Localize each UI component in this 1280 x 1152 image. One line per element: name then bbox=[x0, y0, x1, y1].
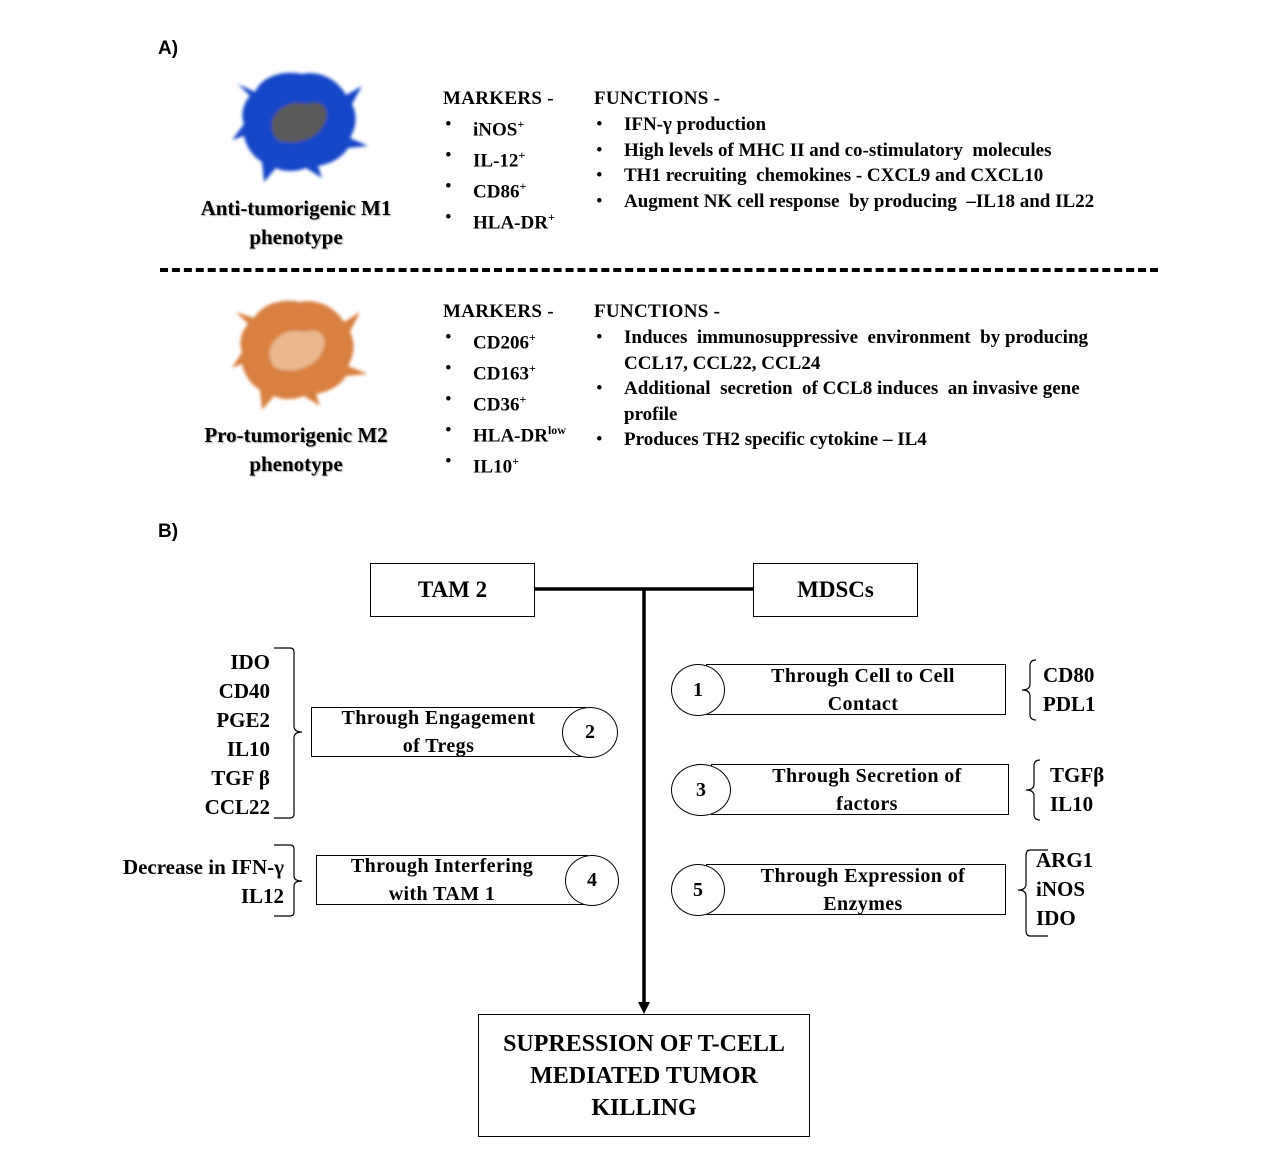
m1-markers-heading: MARKERS - bbox=[443, 88, 554, 109]
mechanism-enzymes-box: Through Expression of Enzymes bbox=[706, 864, 1006, 915]
m2-markers-list: CD206+CD163+CD36+HLA-DRlowIL10+ bbox=[443, 325, 566, 480]
outcome-line1: SUPRESSION OF T-CELL bbox=[503, 1030, 785, 1057]
m1-caption-line2: phenotype bbox=[249, 225, 343, 249]
m2-macrophage-icon bbox=[232, 300, 368, 410]
mechanism-secretion-box: Through Secretion of factors bbox=[711, 764, 1009, 815]
m1-function-item: IFN-γ production bbox=[594, 112, 1094, 138]
divider-dashed bbox=[160, 268, 1158, 272]
outcome-box: SUPRESSION OF T-CELL MEDIATED TUMOR KILL… bbox=[478, 1014, 810, 1137]
m2-functions-heading: FUNCTIONS - bbox=[594, 301, 721, 322]
m2-caption-line2: phenotype bbox=[249, 452, 343, 476]
m1-marker-item: HLA-DR+ bbox=[443, 205, 555, 236]
m1-markers-list: iNOS+IL-12+CD86+HLA-DR+ bbox=[443, 112, 555, 236]
mechanism-tregs-line1: Through Engagement bbox=[341, 707, 536, 729]
mechanism-tam1-box: Through Interfering with TAM 1 bbox=[316, 855, 588, 905]
mechanism-contact-box: Through Cell to Cell Contact bbox=[706, 664, 1006, 715]
m2-marker-item: CD163+ bbox=[443, 356, 566, 387]
tam2-box: TAM 2 bbox=[370, 563, 535, 617]
tam2-label: TAM 2 bbox=[417, 577, 488, 602]
mechanism-tam1-line1: Through Interfering bbox=[350, 855, 534, 877]
outcome-line2: MEDIATED TUMOR bbox=[530, 1062, 758, 1089]
tregs-factor: TGF β bbox=[211, 766, 270, 790]
mdscs-label: MDSCs bbox=[797, 577, 874, 602]
m2-markers-heading: MARKERS - bbox=[443, 301, 554, 322]
m2-caption-line1: Pro-tumorigenic M2 bbox=[204, 423, 388, 447]
enzyme-factors: ARG1 iNOS IDO bbox=[1036, 846, 1093, 933]
mechanism-tam1-line2: with TAM 1 bbox=[388, 883, 496, 905]
mdscs-box: MDSCs bbox=[753, 563, 918, 617]
m1-function-item: Augment NK cell response by producing –I… bbox=[594, 189, 1094, 215]
m1-caption-line1: Anti-tumorigenic M1 bbox=[200, 196, 392, 220]
m2-function-item: CCL17, CCL22, CCL24 bbox=[624, 352, 821, 374]
outcome-line3: KILLING bbox=[591, 1094, 697, 1121]
mechanism-number-3: 3 bbox=[671, 764, 731, 816]
tregs-factor: IL10 bbox=[226, 737, 270, 761]
mechanism-secretion-line1: Through Secretion of bbox=[772, 764, 962, 787]
m2-marker-item: CD206+ bbox=[443, 325, 566, 356]
m1-macrophage-icon bbox=[232, 72, 368, 182]
enzyme-factor: IDO bbox=[1036, 906, 1076, 930]
m2-function-item: profile bbox=[624, 403, 678, 425]
mechanism-number-5: 5 bbox=[671, 864, 725, 916]
mechanism-tregs-line2: of Tregs bbox=[402, 735, 475, 757]
m2-function-item: Produces TH2 specific cytokine – IL4 bbox=[594, 427, 1088, 453]
enzyme-factor: iNOS bbox=[1036, 877, 1086, 901]
m1-marker-item: IL-12+ bbox=[443, 143, 555, 174]
m2-functions-list: Induces immunosuppressive environment by… bbox=[594, 325, 1088, 453]
tam1-factor: IL12 bbox=[240, 884, 284, 908]
mechanism-number-2: 2 bbox=[562, 707, 618, 758]
secretion-factor: TGFβ bbox=[1050, 763, 1105, 787]
mechanism-secretion-line2: factors bbox=[836, 792, 898, 815]
tregs-factor: IDO bbox=[230, 650, 270, 674]
contact-factor: CD80 bbox=[1043, 663, 1095, 687]
bracket-tregs bbox=[274, 647, 303, 819]
m1-function-item: TH1 recruiting chemokines - CXCL9 and CX… bbox=[594, 163, 1094, 189]
m2-function-item: Induces immunosuppressive environment by… bbox=[594, 325, 1088, 351]
m1-marker-item: CD86+ bbox=[443, 174, 555, 205]
mechanism-number-4: 4 bbox=[565, 855, 619, 906]
mechanism-tregs-box: Through Engagement of Tregs bbox=[311, 707, 586, 757]
m2-caption: Pro-tumorigenic M2 phenotype bbox=[170, 421, 422, 479]
mechanism-number-1: 1 bbox=[671, 664, 725, 716]
m1-functions-heading: FUNCTIONS - bbox=[594, 88, 721, 109]
tam1-factor: Decrease in IFN-γ bbox=[122, 855, 284, 879]
contact-factor: PDL1 bbox=[1043, 692, 1096, 716]
m1-function-item: High levels of MHC II and co-stimulatory… bbox=[594, 138, 1094, 164]
m2-marker-item: IL10+ bbox=[443, 449, 566, 480]
m2-marker-item: CD36+ bbox=[443, 387, 566, 418]
tregs-factor: CCL22 bbox=[204, 795, 270, 819]
m2-function-item: Additional secretion of CCL8 induces an … bbox=[594, 376, 1088, 402]
tregs-factor: CD40 bbox=[218, 679, 270, 703]
panel-b-label: B) bbox=[158, 521, 179, 542]
bracket-contact bbox=[1021, 659, 1037, 721]
m1-marker-item: iNOS+ bbox=[443, 112, 555, 143]
panel-a-label: A) bbox=[158, 38, 179, 59]
enzyme-factor: ARG1 bbox=[1036, 848, 1094, 872]
m1-functions-list: IFN-γ productionHigh levels of MHC II an… bbox=[594, 112, 1094, 214]
mechanism-contact-line2: Contact bbox=[827, 692, 899, 715]
bracket-secretion bbox=[1025, 759, 1041, 821]
mechanism-contact-line1: Through Cell to Cell bbox=[771, 664, 955, 687]
mechanism-enzymes-line1: Through Expression of bbox=[760, 864, 966, 887]
arrow-head bbox=[638, 1002, 650, 1014]
tregs-factor: PGE2 bbox=[216, 708, 270, 732]
mechanism-enzymes-line2: Enzymes bbox=[823, 892, 903, 915]
m2-marker-item: HLA-DRlow bbox=[443, 418, 566, 449]
secretion-factor: IL10 bbox=[1050, 792, 1094, 816]
m1-caption: Anti-tumorigenic M1 phenotype bbox=[170, 194, 422, 252]
